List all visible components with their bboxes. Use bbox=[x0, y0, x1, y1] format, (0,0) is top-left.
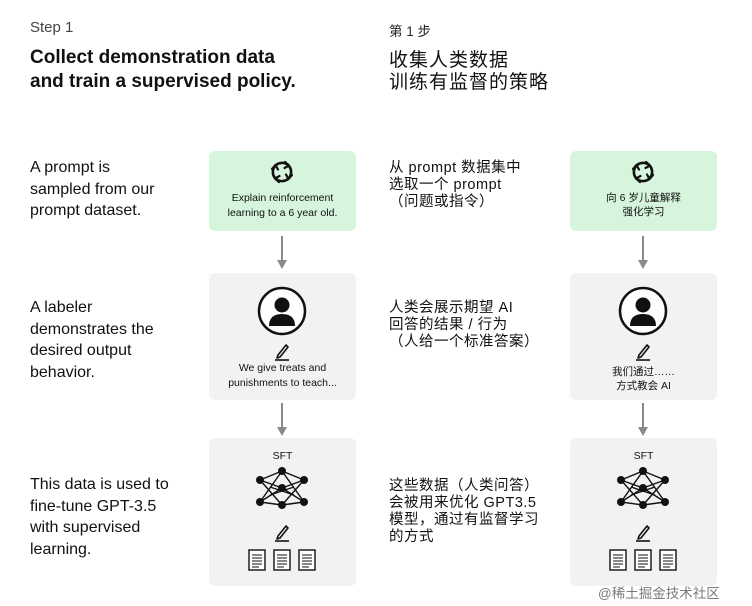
description-line: 模型，通过有监督学习 bbox=[389, 512, 539, 528]
description-finetune-zh: 这些数据（人类问答） 会被用来优化 GPT3.5 模型，通过有监督学习 的方式 bbox=[389, 478, 539, 546]
sft-label: SFT bbox=[272, 450, 293, 462]
demonstration-card-line: punishments to teach... bbox=[228, 377, 337, 389]
pencil-icon bbox=[274, 344, 290, 361]
step-label: Step 1 bbox=[30, 19, 74, 36]
demonstration-card: We give treats and punishments to teach.… bbox=[209, 273, 356, 400]
document-icon bbox=[659, 549, 677, 571]
description-prompt: A prompt is sampled from our prompt data… bbox=[30, 157, 155, 222]
prompt-card-text: Explain reinforcement learning to a 6 ye… bbox=[209, 191, 356, 221]
description-line: desired output bbox=[30, 342, 132, 359]
recycle-icon bbox=[270, 160, 294, 184]
demonstration-card-line: We give treats and bbox=[238, 362, 327, 374]
step-title-line: Collect demonstration data bbox=[30, 47, 275, 68]
prompt-card-zh: 向 6 岁儿童解释 强化学习 bbox=[570, 151, 717, 231]
description-line: 人类会展示期望 AI bbox=[389, 300, 514, 316]
document-icon bbox=[609, 549, 627, 571]
description-line: 回答的结果 / 行为 bbox=[389, 317, 508, 333]
demonstration-card-text: We give treats and punishments to teach.… bbox=[209, 361, 356, 391]
step-label-zh: 第 1 步 bbox=[389, 24, 432, 39]
step-title-line: and train a supervised policy. bbox=[30, 71, 296, 92]
prompt-card-line: 向 6 岁儿童解释 bbox=[606, 192, 681, 204]
arrow-down-icon bbox=[638, 236, 648, 269]
person-icon bbox=[257, 286, 307, 336]
demonstration-card-line: 方式教会 AI bbox=[616, 380, 671, 392]
description-line: behavior. bbox=[30, 363, 95, 381]
arrow-down-icon bbox=[638, 403, 648, 436]
description-finetune: This data is used to fine-tune GPT-3.5 w… bbox=[30, 474, 169, 560]
recycle-icon bbox=[631, 160, 655, 184]
neural-network-icon bbox=[616, 466, 670, 510]
demonstration-card-line: 我们通过…… bbox=[612, 366, 675, 378]
document-icon bbox=[273, 549, 291, 571]
description-line: （人给一个标准答案） bbox=[389, 334, 539, 350]
prompt-card-line: 强化学习 bbox=[622, 206, 665, 218]
document-icon bbox=[248, 549, 266, 571]
prompt-card-line: learning to a 6 year old. bbox=[227, 207, 338, 219]
description-line: prompt dataset. bbox=[30, 202, 142, 219]
description-line: This data is used to bbox=[30, 476, 169, 493]
description-line: demonstrates the bbox=[30, 320, 154, 338]
description-prompt-zh: 从 prompt 数据集中 选取一个 prompt （问题或指令） bbox=[389, 160, 521, 211]
description-line: 从 prompt 数据集中 bbox=[389, 160, 522, 176]
watermark: @稀土掘金技术社区 bbox=[598, 586, 720, 601]
step-title-zh: 收集人类数据 训练有监督的策略 bbox=[389, 50, 549, 94]
description-line: 这些数据（人类问答） bbox=[389, 478, 539, 494]
description-line: 选取一个 prompt bbox=[389, 177, 502, 193]
pencil-icon bbox=[635, 525, 651, 542]
demonstration-card-zh: 我们通过…… 方式教会 AI bbox=[570, 273, 717, 400]
person-icon bbox=[618, 286, 668, 336]
description-line: sampled from our bbox=[30, 180, 155, 198]
description-line: fine-tune GPT-3.5 bbox=[30, 497, 157, 515]
step-title-line: 收集人类数据 bbox=[389, 50, 510, 71]
arrow-down-icon bbox=[277, 236, 287, 269]
description-line: A labeler bbox=[30, 299, 93, 316]
pencil-icon bbox=[635, 344, 651, 361]
arrow-down-icon bbox=[277, 403, 287, 436]
neural-network-icon bbox=[255, 466, 309, 510]
prompt-card-line: Explain reinforcement bbox=[231, 192, 334, 204]
description-line: （问题或指令） bbox=[389, 194, 494, 210]
sft-card: SFT bbox=[209, 438, 356, 586]
description-labeler: A labeler demonstrates the desired outpu… bbox=[30, 297, 154, 383]
description-line: with supervised bbox=[30, 519, 141, 536]
document-icon bbox=[298, 549, 316, 571]
description-line: 会被用来优化 GPT3.5 bbox=[389, 495, 537, 511]
sft-card-zh: SFT bbox=[570, 438, 717, 586]
description-line: learning. bbox=[30, 540, 92, 558]
description-labeler-zh: 人类会展示期望 AI 回答的结果 / 行为 （人给一个标准答案） bbox=[389, 300, 539, 351]
description-line: A prompt is bbox=[30, 159, 111, 176]
step-title: Collect demonstration data and train a s… bbox=[30, 46, 296, 94]
step-title-line: 训练有监督的策略 bbox=[389, 72, 550, 93]
prompt-card-text: 向 6 岁儿童解释 强化学习 bbox=[570, 191, 717, 219]
description-line: 的方式 bbox=[389, 529, 434, 545]
pencil-icon bbox=[274, 525, 290, 542]
sft-label: SFT bbox=[633, 450, 654, 462]
demonstration-card-text: 我们通过…… 方式教会 AI bbox=[570, 365, 717, 393]
document-icon bbox=[634, 549, 652, 571]
prompt-card: Explain reinforcement learning to a 6 ye… bbox=[209, 151, 356, 231]
